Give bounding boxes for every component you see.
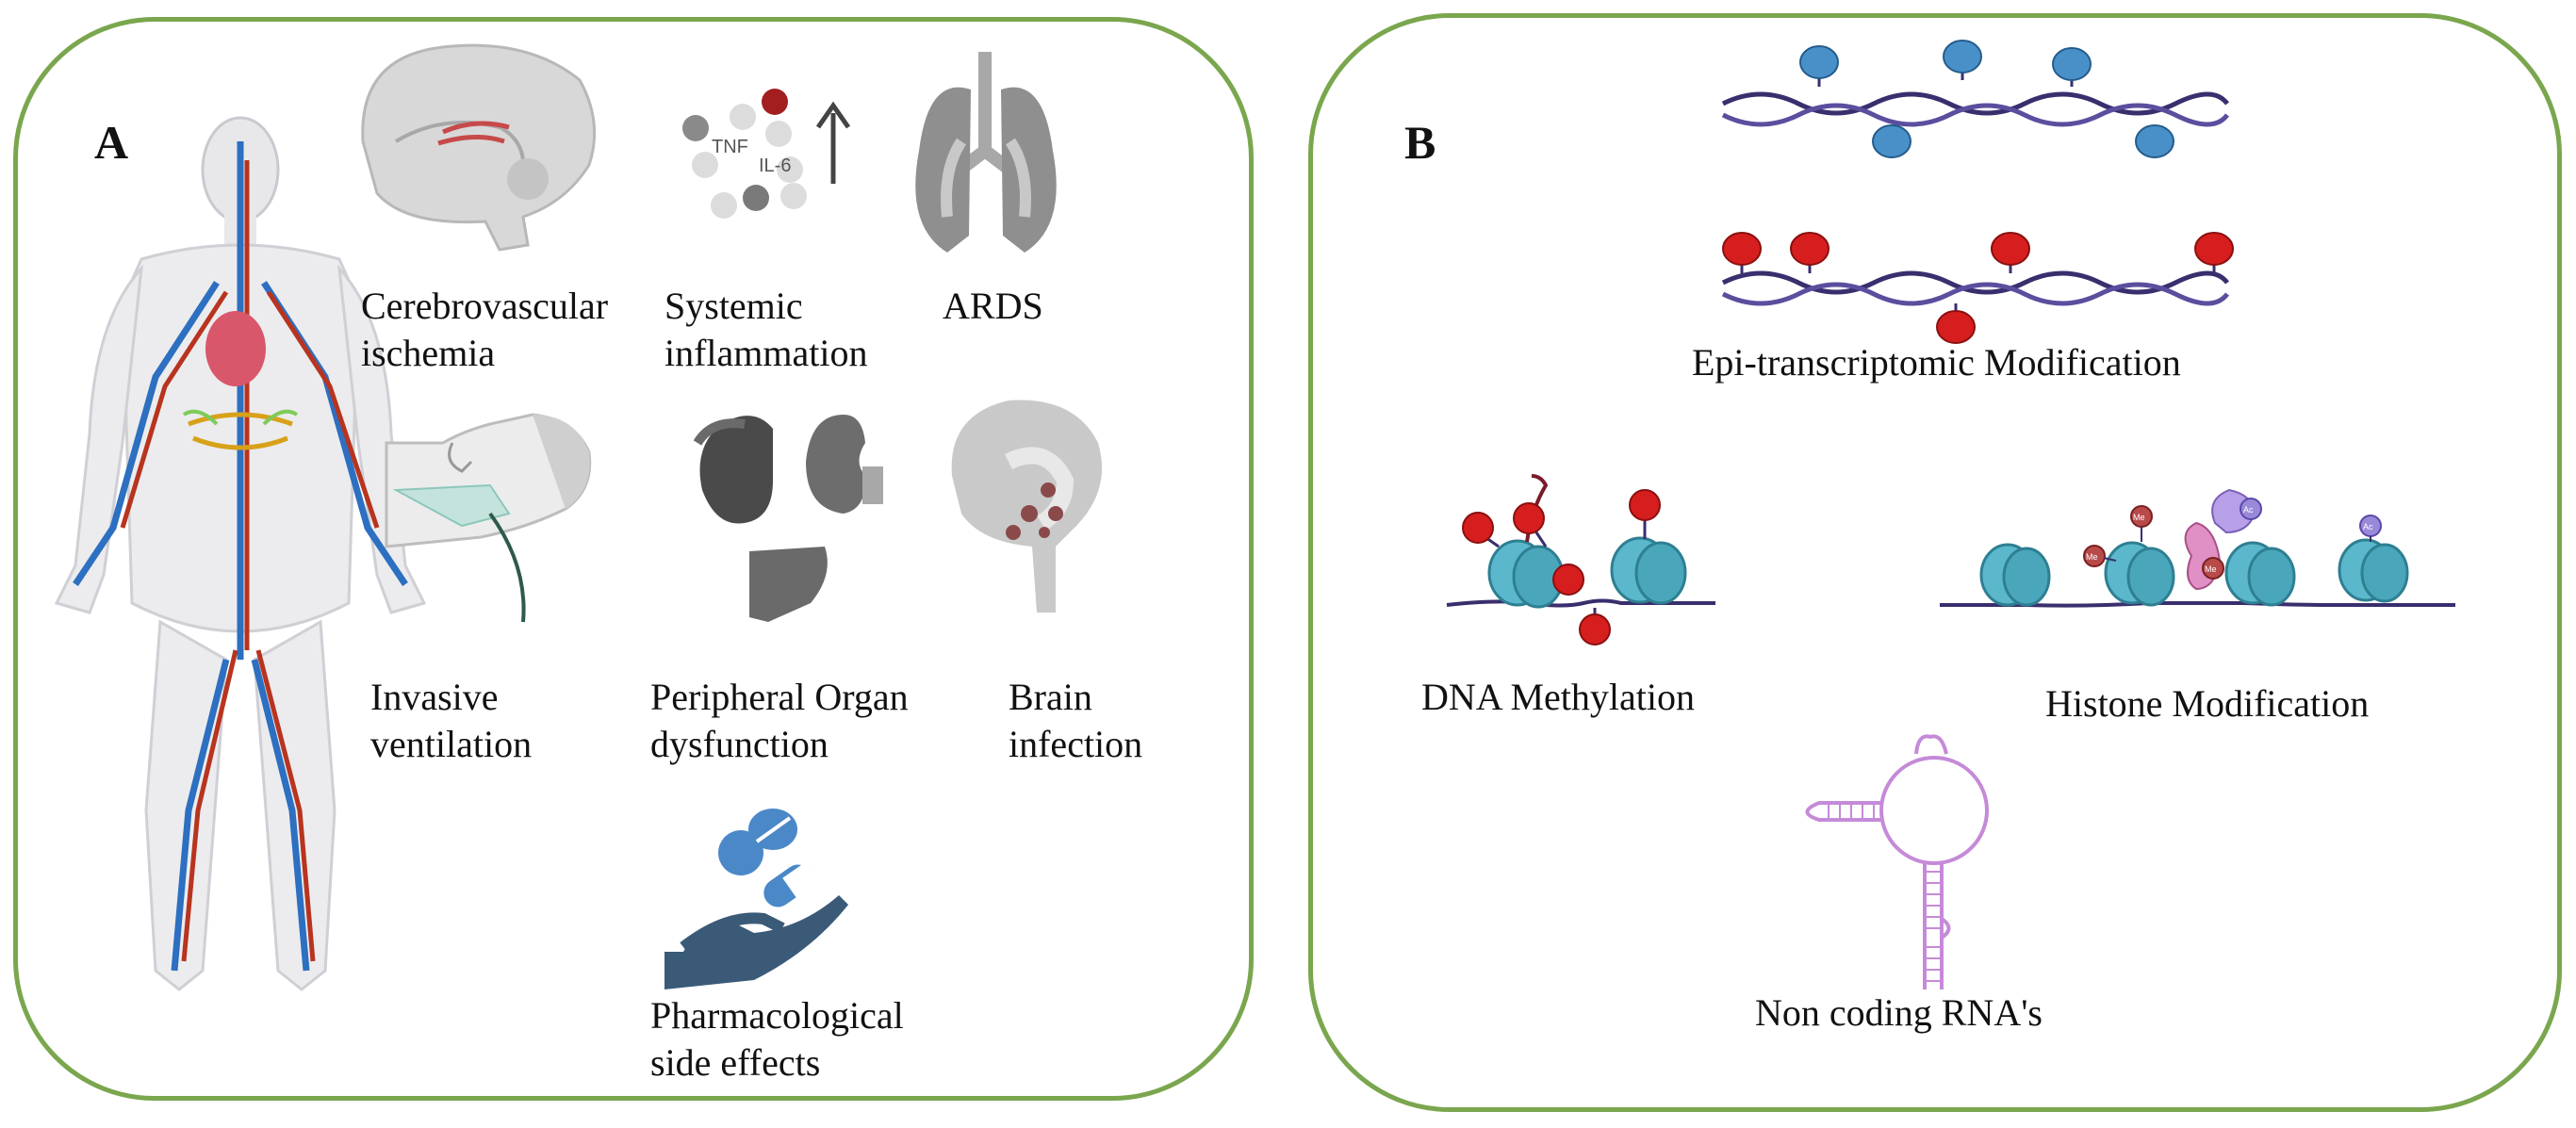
me-mark-text: Me xyxy=(2133,513,2145,522)
me-mark-text: Me xyxy=(2205,564,2217,574)
il6-text: IL-6 xyxy=(759,155,791,176)
panel-a-letter: A xyxy=(94,116,129,169)
label-line: Invasive xyxy=(370,676,499,718)
label-line: Pharmacological xyxy=(650,994,904,1037)
label-ventilation: Invasive ventilation xyxy=(370,674,532,768)
label-line: Cerebrovascular xyxy=(361,285,609,327)
label-non-coding-rna: Non coding RNA's xyxy=(1755,991,2043,1034)
label-histone-modification: Histone Modification xyxy=(2045,682,2370,725)
ac-mark-text: Ac xyxy=(2363,522,2373,531)
up-arrow-icon xyxy=(815,101,851,184)
label-epi-transcriptomic: Epi-transcriptomic Modification xyxy=(1692,341,2181,384)
pills-hand-icon xyxy=(665,809,848,989)
tnf-text: TNF xyxy=(712,137,748,157)
label-dna-methylation: DNA Methylation xyxy=(1421,676,1695,718)
label-line: Systemic xyxy=(665,285,803,327)
ventilation-head-icon xyxy=(385,413,592,623)
lungs-icon xyxy=(915,52,1057,253)
label-cerebrovascular: Cerebrovascular ischemia xyxy=(361,283,608,377)
brain-infection-icon xyxy=(951,400,1103,613)
me-mark-text: Me xyxy=(2086,552,2098,562)
ncrna-hairpin-icon xyxy=(1805,734,1989,989)
label-line: dysfunction xyxy=(650,723,829,765)
label-systemic: Systemic inflammation xyxy=(665,283,868,377)
label-line: Brain xyxy=(1009,676,1092,718)
brain-ischemia-icon xyxy=(361,43,597,252)
histone-modification-icon: Me Me Me Ac Ac xyxy=(1940,488,2455,608)
label-brain-infection: Brain infection xyxy=(1009,674,1142,768)
panel-b-letter: B xyxy=(1404,116,1436,169)
label-line: ventilation xyxy=(370,723,533,765)
label-line: inflammation xyxy=(665,332,868,374)
label-peripheral: Peripheral Organ dysfunction xyxy=(650,674,909,768)
label-line: ARDS xyxy=(943,285,1043,327)
label-line: side effects xyxy=(650,1041,821,1084)
peripheral-organs-icon xyxy=(693,415,883,622)
label-line: infection xyxy=(1009,723,1143,765)
dna-strand-red-marks xyxy=(1721,232,2234,344)
ac-mark-text: Ac xyxy=(2243,505,2254,515)
label-pharmacological: Pharmacological side effects xyxy=(650,992,904,1087)
human-body-figure xyxy=(54,116,427,991)
label-line: ischemia xyxy=(361,332,496,374)
label-line: Peripheral Organ xyxy=(650,676,909,718)
dna-methylation-icon xyxy=(1446,474,1715,646)
cytokine-dots-icon: TNF IL-6 xyxy=(682,89,807,219)
dna-strand-blue-marks xyxy=(1721,40,2229,158)
label-ards: ARDS xyxy=(943,283,1043,330)
